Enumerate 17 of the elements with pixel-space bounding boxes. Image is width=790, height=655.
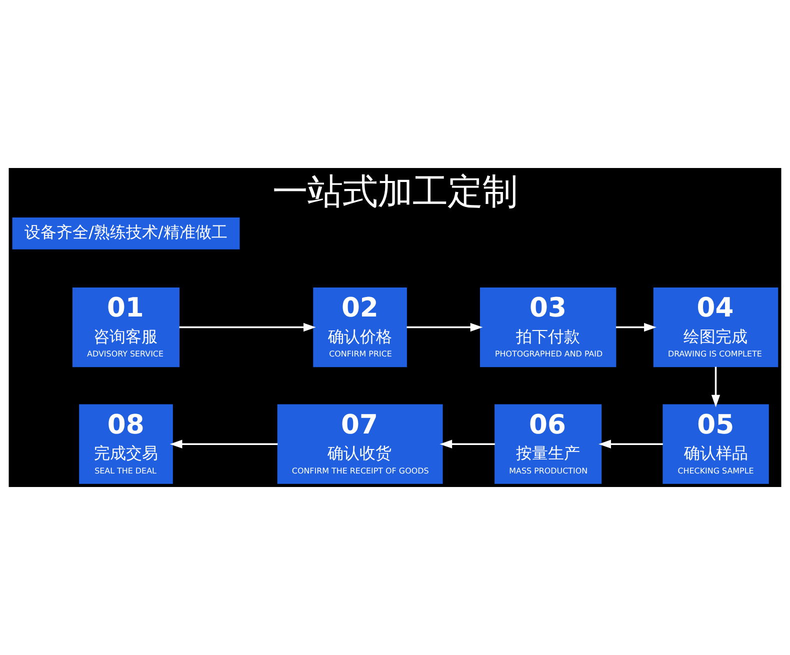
arrow [170, 440, 278, 448]
diagram-title: 一站式加工定制 [272, 171, 518, 212]
node-box: 03 拍下付款 PHOTOGRAPHED AND PAID [480, 287, 616, 368]
node-box: 07 确认收货 CONFIRM THE RECEIPT OF GOODS [277, 404, 443, 484]
arrow [406, 322, 483, 332]
arrow [616, 322, 656, 332]
arrow [440, 440, 495, 448]
node-box: 05 确认样品 CHECKING SAMPLE [662, 404, 769, 484]
node-box: 06 按量生产 MASS PRODUCTION [494, 404, 602, 484]
arrow [179, 322, 316, 332]
node-box: 04 绘图完成 DRAWING IS COMPLETE [653, 287, 778, 368]
arrow [598, 440, 663, 448]
node-box: 01 咨询客服 ADVISORY SERVICE [72, 287, 180, 368]
node-box: 02 确认价格 CONFIRM PRICE [313, 287, 407, 368]
arrow [711, 366, 720, 408]
label: 设备齐全/熟练技术/精准做工 [24, 222, 228, 242]
node-box: 08 完成交易 SEAL THE DEAL [79, 404, 173, 484]
